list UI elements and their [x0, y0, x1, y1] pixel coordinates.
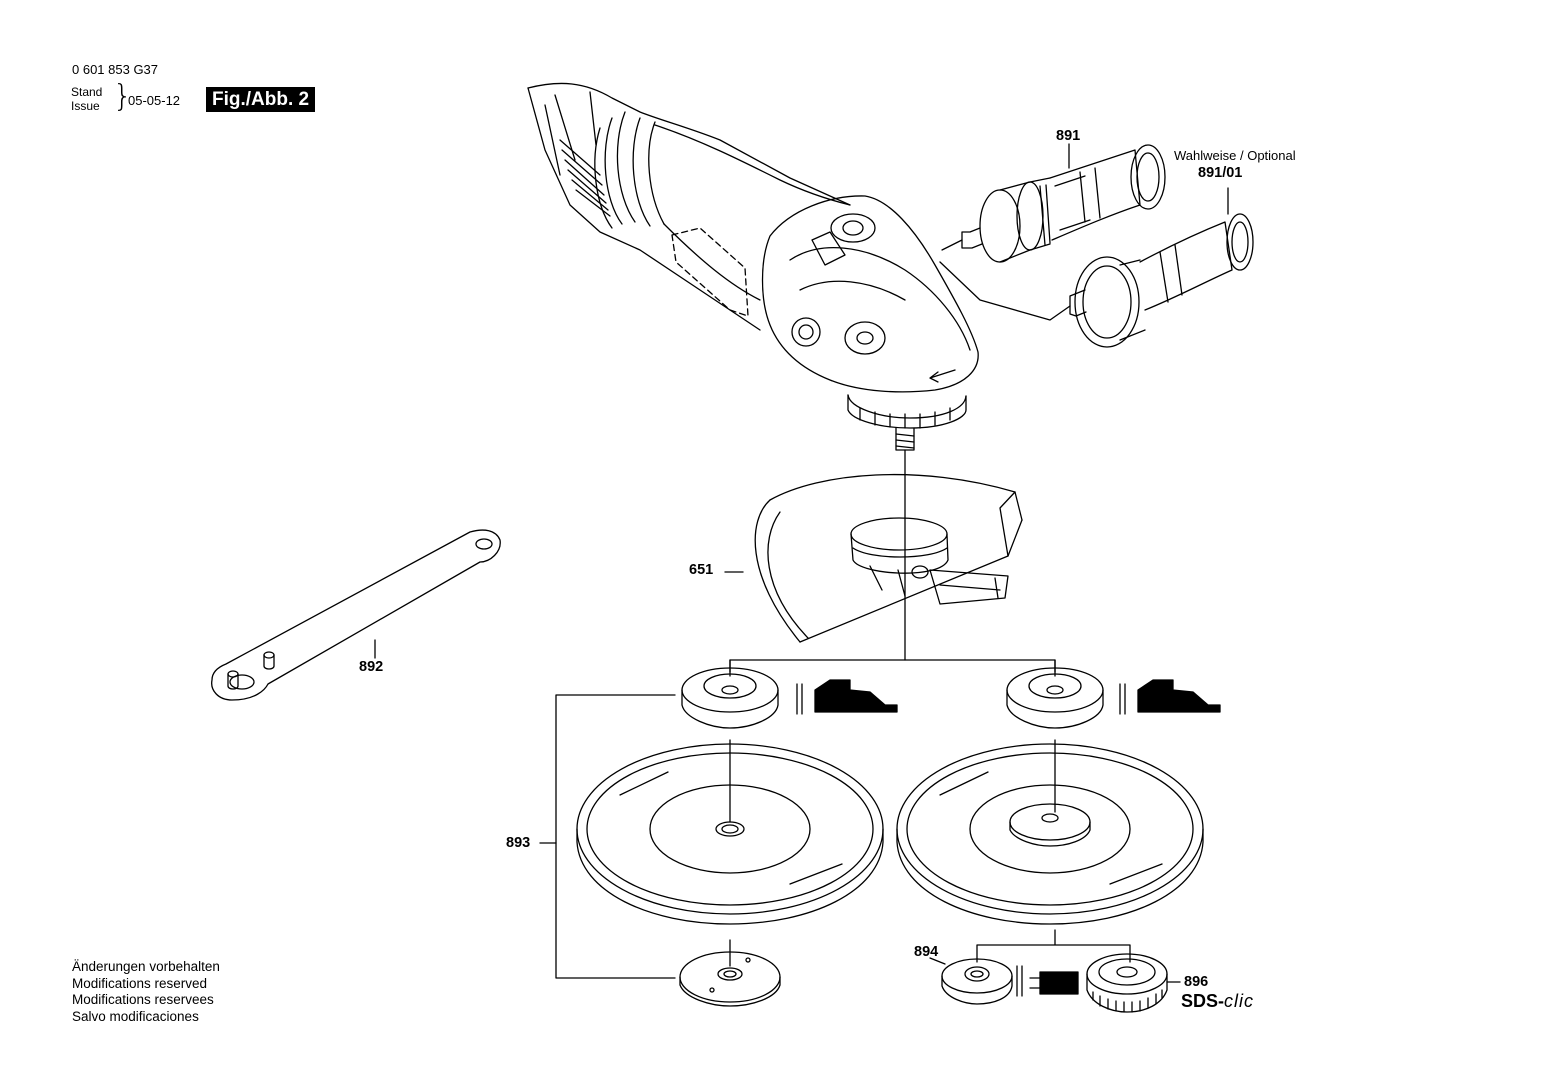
flange-set-893 [539, 659, 898, 1007]
clic-suffix: clic [1224, 991, 1255, 1011]
issue-date: 05-05-12 [128, 93, 181, 108]
callout-893: 893 [506, 835, 531, 851]
angle-grinder-body [527, 82, 979, 451]
callout-891: 891 [1056, 128, 1081, 144]
stand-issue-labels: Stand Issue [71, 85, 102, 113]
callout-896: 896 [1184, 974, 1209, 990]
callout-892: 892 [359, 659, 384, 675]
stand-label: Stand [71, 85, 103, 99]
flange-set-right [896, 659, 1221, 1013]
issue-label: Issue [71, 99, 100, 113]
notice-line: Modifications reservees [72, 992, 214, 1007]
sds-clic-label: SDS-clic [1181, 991, 1254, 1012]
figure-label-badge: Fig./Abb. 2 [206, 87, 316, 112]
callout-651: 651 [689, 562, 714, 578]
notice-line: Änderungen vorbehalten [72, 959, 220, 974]
optional-note: Wahlweise / Optional [1174, 148, 1296, 163]
wheel-guard-651 [724, 449, 1056, 673]
notice-line: Modifications reserved [72, 975, 208, 991]
callout-894: 894 [914, 944, 939, 960]
side-handle-891 [941, 143, 1166, 263]
notice-line: Salvo modificaciones [72, 1008, 199, 1024]
callout-891-01: 891/01 [1198, 165, 1243, 181]
brace-glyph: } [113, 79, 133, 114]
two-pin-spanner-892 [211, 529, 501, 701]
modifications-notice: Änderungen vorbehalten Modifications res… [72, 959, 220, 1025]
side-handle-891-01 [939, 187, 1254, 348]
document-number: 0 601 853 G37 [72, 62, 159, 77]
sds-prefix: SDS- [1181, 991, 1225, 1011]
